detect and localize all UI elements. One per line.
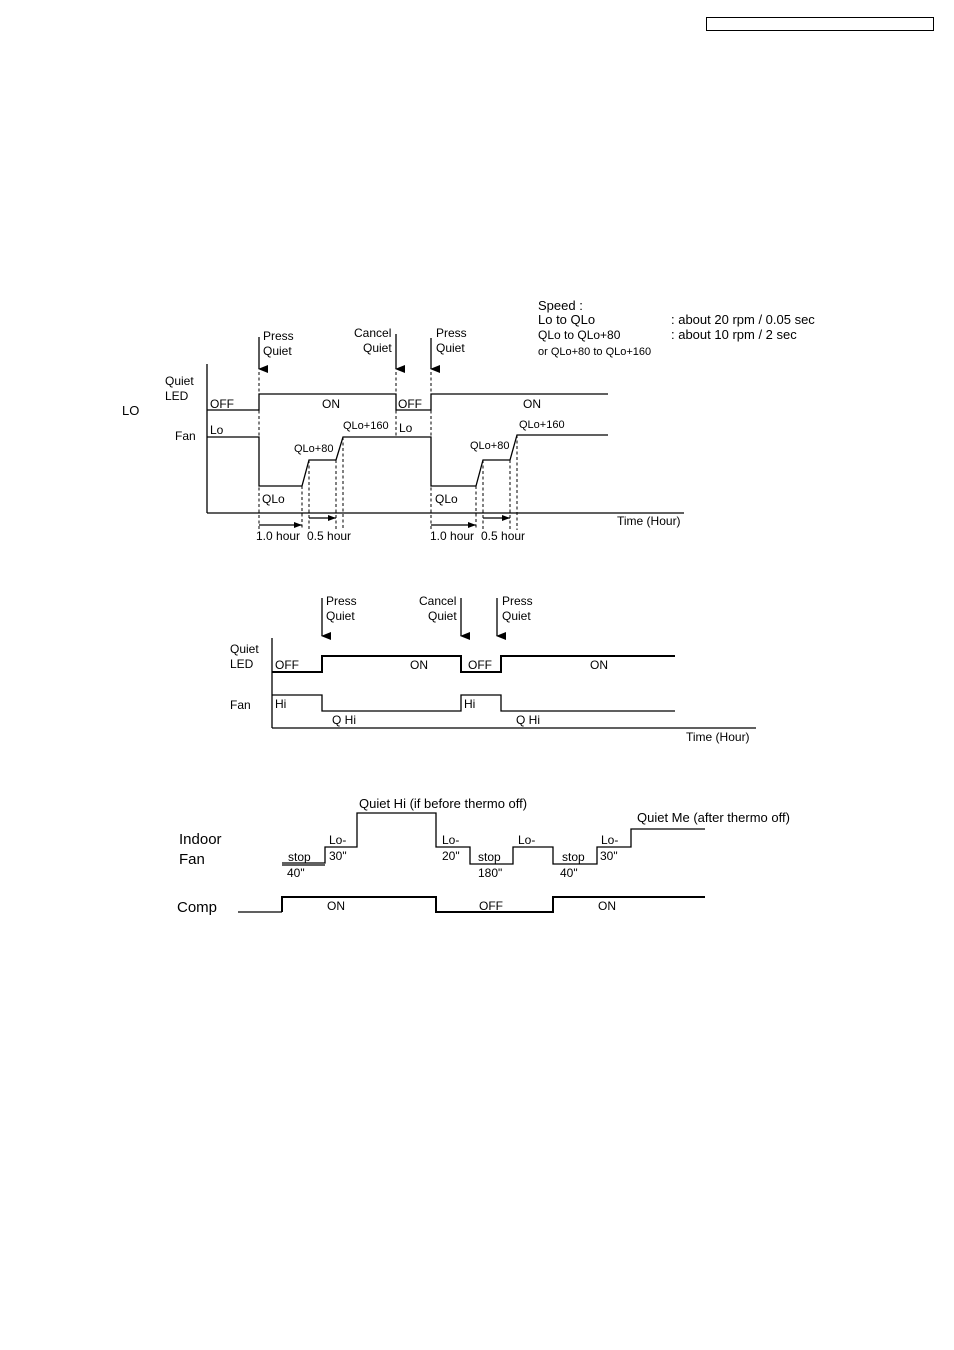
speed-label: QLo+160	[519, 419, 565, 431]
press-quiet-label: Press	[436, 326, 467, 340]
row-label-fan: Fan	[179, 851, 205, 868]
legend-title: Speed :	[538, 298, 583, 313]
fan-waveform	[207, 434, 608, 487]
legend-row-value: : about 20 rpm / 0.05 sec	[671, 312, 815, 327]
speed-legend: Speed : Lo to QLo : about 20 rpm / 0.05 …	[538, 298, 815, 358]
speed-label: Q Hi	[332, 713, 356, 727]
state-label: ON	[410, 658, 428, 672]
state-label: OFF	[398, 397, 422, 411]
fan-waveform	[282, 812, 705, 865]
press-quiet-label: Quiet	[326, 609, 355, 623]
legend-row-label: QLo to QLo+80	[538, 328, 621, 342]
duration-label: 40"	[560, 866, 578, 880]
duration-label: 30"	[329, 849, 347, 863]
state-label: ON	[322, 397, 340, 411]
duration-label: 0.5 hour	[481, 529, 525, 543]
press-quiet-label: Press	[263, 329, 294, 343]
cancel-quiet-label: Cancel	[354, 326, 391, 340]
state-label: OFF	[479, 899, 503, 913]
legend-row-value: : about 10 rpm / 2 sec	[671, 327, 797, 342]
state-label: OFF	[275, 658, 299, 672]
comp-waveform	[281, 896, 705, 913]
chart-thermo: Indoor Fan Comp Quiet Hi (if before ther…	[177, 796, 790, 916]
chart-hi: Quiet LED Fan Press Quiet Cancel Quiet P…	[230, 594, 756, 744]
state-label: Lo-	[601, 833, 618, 847]
state-label: OFF	[468, 658, 492, 672]
row-label-comp: Comp	[177, 899, 217, 916]
speed-label: Q Hi	[516, 713, 540, 727]
legend-row-label: or QLo+80 to QLo+160	[538, 346, 651, 358]
row-label-fan: Fan	[175, 429, 196, 443]
press-quiet-label: Quiet	[436, 341, 465, 355]
led-waveform	[272, 655, 675, 673]
state-label: stop	[288, 850, 311, 864]
chart-lo: LO Quiet LED Fan Press Quiet Cancel Quie…	[122, 326, 684, 543]
state-label: Lo-	[329, 833, 346, 847]
time-axis-label: Time (Hour)	[686, 730, 750, 744]
row-label-indoor: Indoor	[179, 831, 222, 848]
speed-label: QLo	[262, 492, 285, 506]
header-box	[706, 17, 934, 31]
row-label-led-1: Quiet	[165, 374, 194, 388]
speed-label: QLo	[435, 492, 458, 506]
row-label-led-1: Quiet	[230, 642, 259, 656]
duration-label: 40"	[287, 866, 305, 880]
cancel-quiet-label: Quiet	[363, 341, 392, 355]
row-label-fan: Fan	[230, 698, 251, 712]
speed-label: Lo	[210, 423, 224, 437]
duration-label: 20"	[442, 849, 460, 863]
speed-label: Hi	[275, 697, 286, 711]
state-label: ON	[598, 899, 616, 913]
duration-label: 30"	[600, 849, 618, 863]
duration-label: 1.0 hour	[430, 529, 474, 543]
state-label: ON	[590, 658, 608, 672]
speed-label: Quiet Me (after thermo off)	[637, 810, 790, 825]
cancel-quiet-label: Cancel	[419, 594, 456, 608]
time-axis-label: Time (Hour)	[617, 514, 681, 528]
speed-label: Quiet Hi (if before thermo off)	[359, 796, 527, 811]
speed-label: Lo	[399, 421, 413, 435]
state-label: ON	[327, 899, 345, 913]
speed-label: QLo+80	[294, 443, 333, 455]
cancel-quiet-label: Quiet	[428, 609, 457, 623]
press-quiet-label: Press	[326, 594, 357, 608]
press-quiet-label: Press	[502, 594, 533, 608]
legend-row-label: Lo to QLo	[538, 312, 595, 327]
state-label: stop	[478, 850, 501, 864]
speed-label: QLo+160	[343, 420, 389, 432]
state-label: Lo-	[442, 833, 459, 847]
speed-label: Hi	[464, 697, 475, 711]
state-label: stop	[562, 850, 585, 864]
press-quiet-label: Quiet	[502, 609, 531, 623]
press-quiet-label: Quiet	[263, 344, 292, 358]
state-label: Lo-	[518, 833, 535, 847]
mode-label: LO	[122, 403, 139, 418]
state-label: ON	[523, 397, 541, 411]
state-label: OFF	[210, 397, 234, 411]
fan-waveform	[272, 694, 675, 712]
duration-label: 0.5 hour	[307, 529, 351, 543]
duration-label: 180"	[478, 866, 502, 880]
duration-label: 1.0 hour	[256, 529, 300, 543]
row-label-led-2: LED	[165, 389, 189, 403]
speed-label: QLo+80	[470, 440, 509, 452]
row-label-led-2: LED	[230, 657, 254, 671]
